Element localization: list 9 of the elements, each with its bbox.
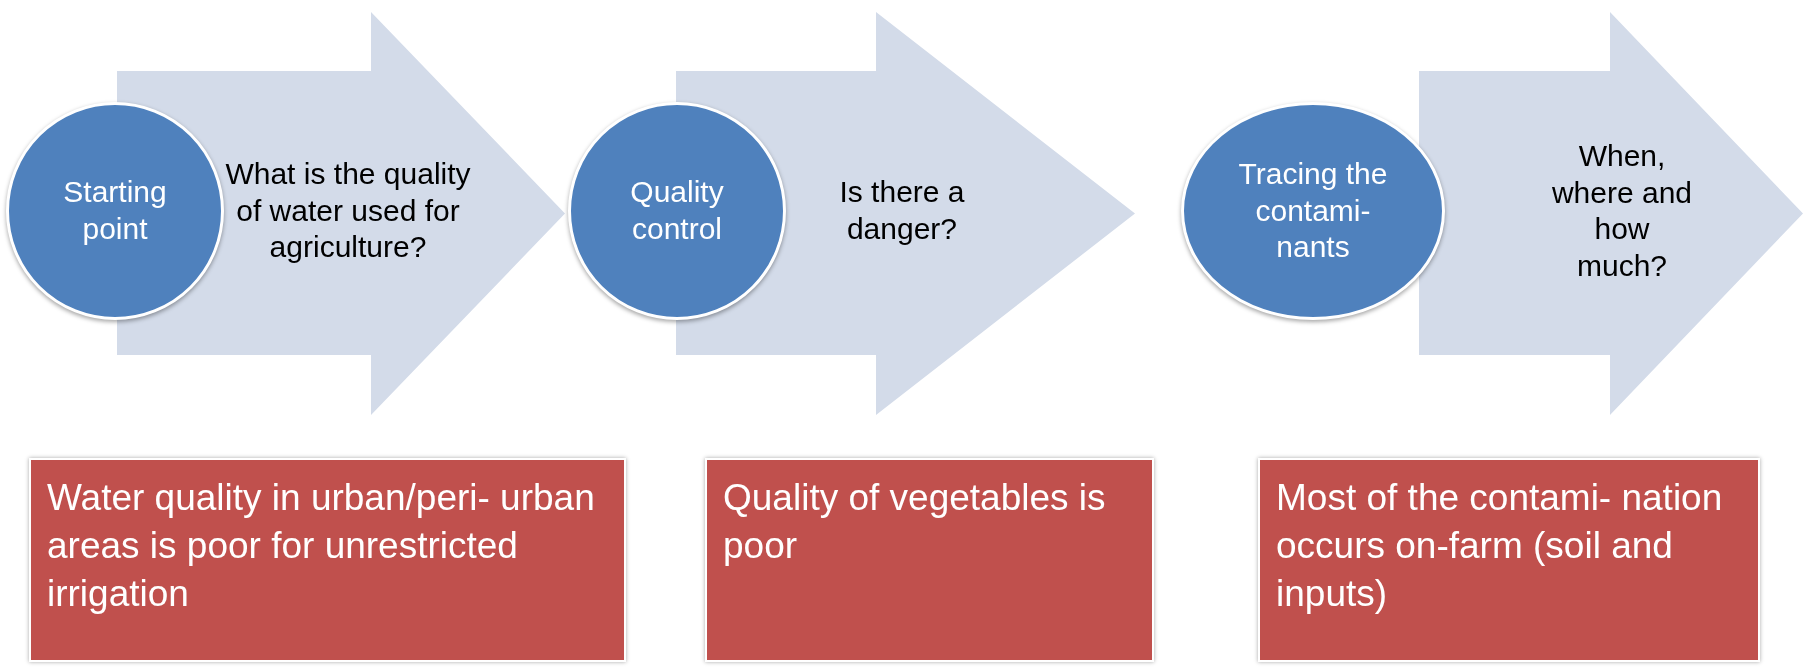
step-ellipse: Tracing the contami- nants: [1181, 102, 1445, 320]
step-circle: Quality control: [568, 102, 786, 320]
finding-box: Most of the contami- nation occurs on-farm (soil and inputs): [1258, 458, 1760, 662]
arrow-text: Is there a danger?: [838, 174, 966, 247]
step-circle: Starting point: [6, 102, 224, 320]
finding-box: Water quality in urban/peri- urban areas is poor for unrestricted irrigation: [29, 458, 626, 662]
arrow-text: What is the quality of water used for agriculture?: [224, 156, 472, 266]
arrow-text: When, where and how much?: [1550, 137, 1694, 284]
finding-box: Quality of vegetables is poor: [705, 458, 1154, 662]
